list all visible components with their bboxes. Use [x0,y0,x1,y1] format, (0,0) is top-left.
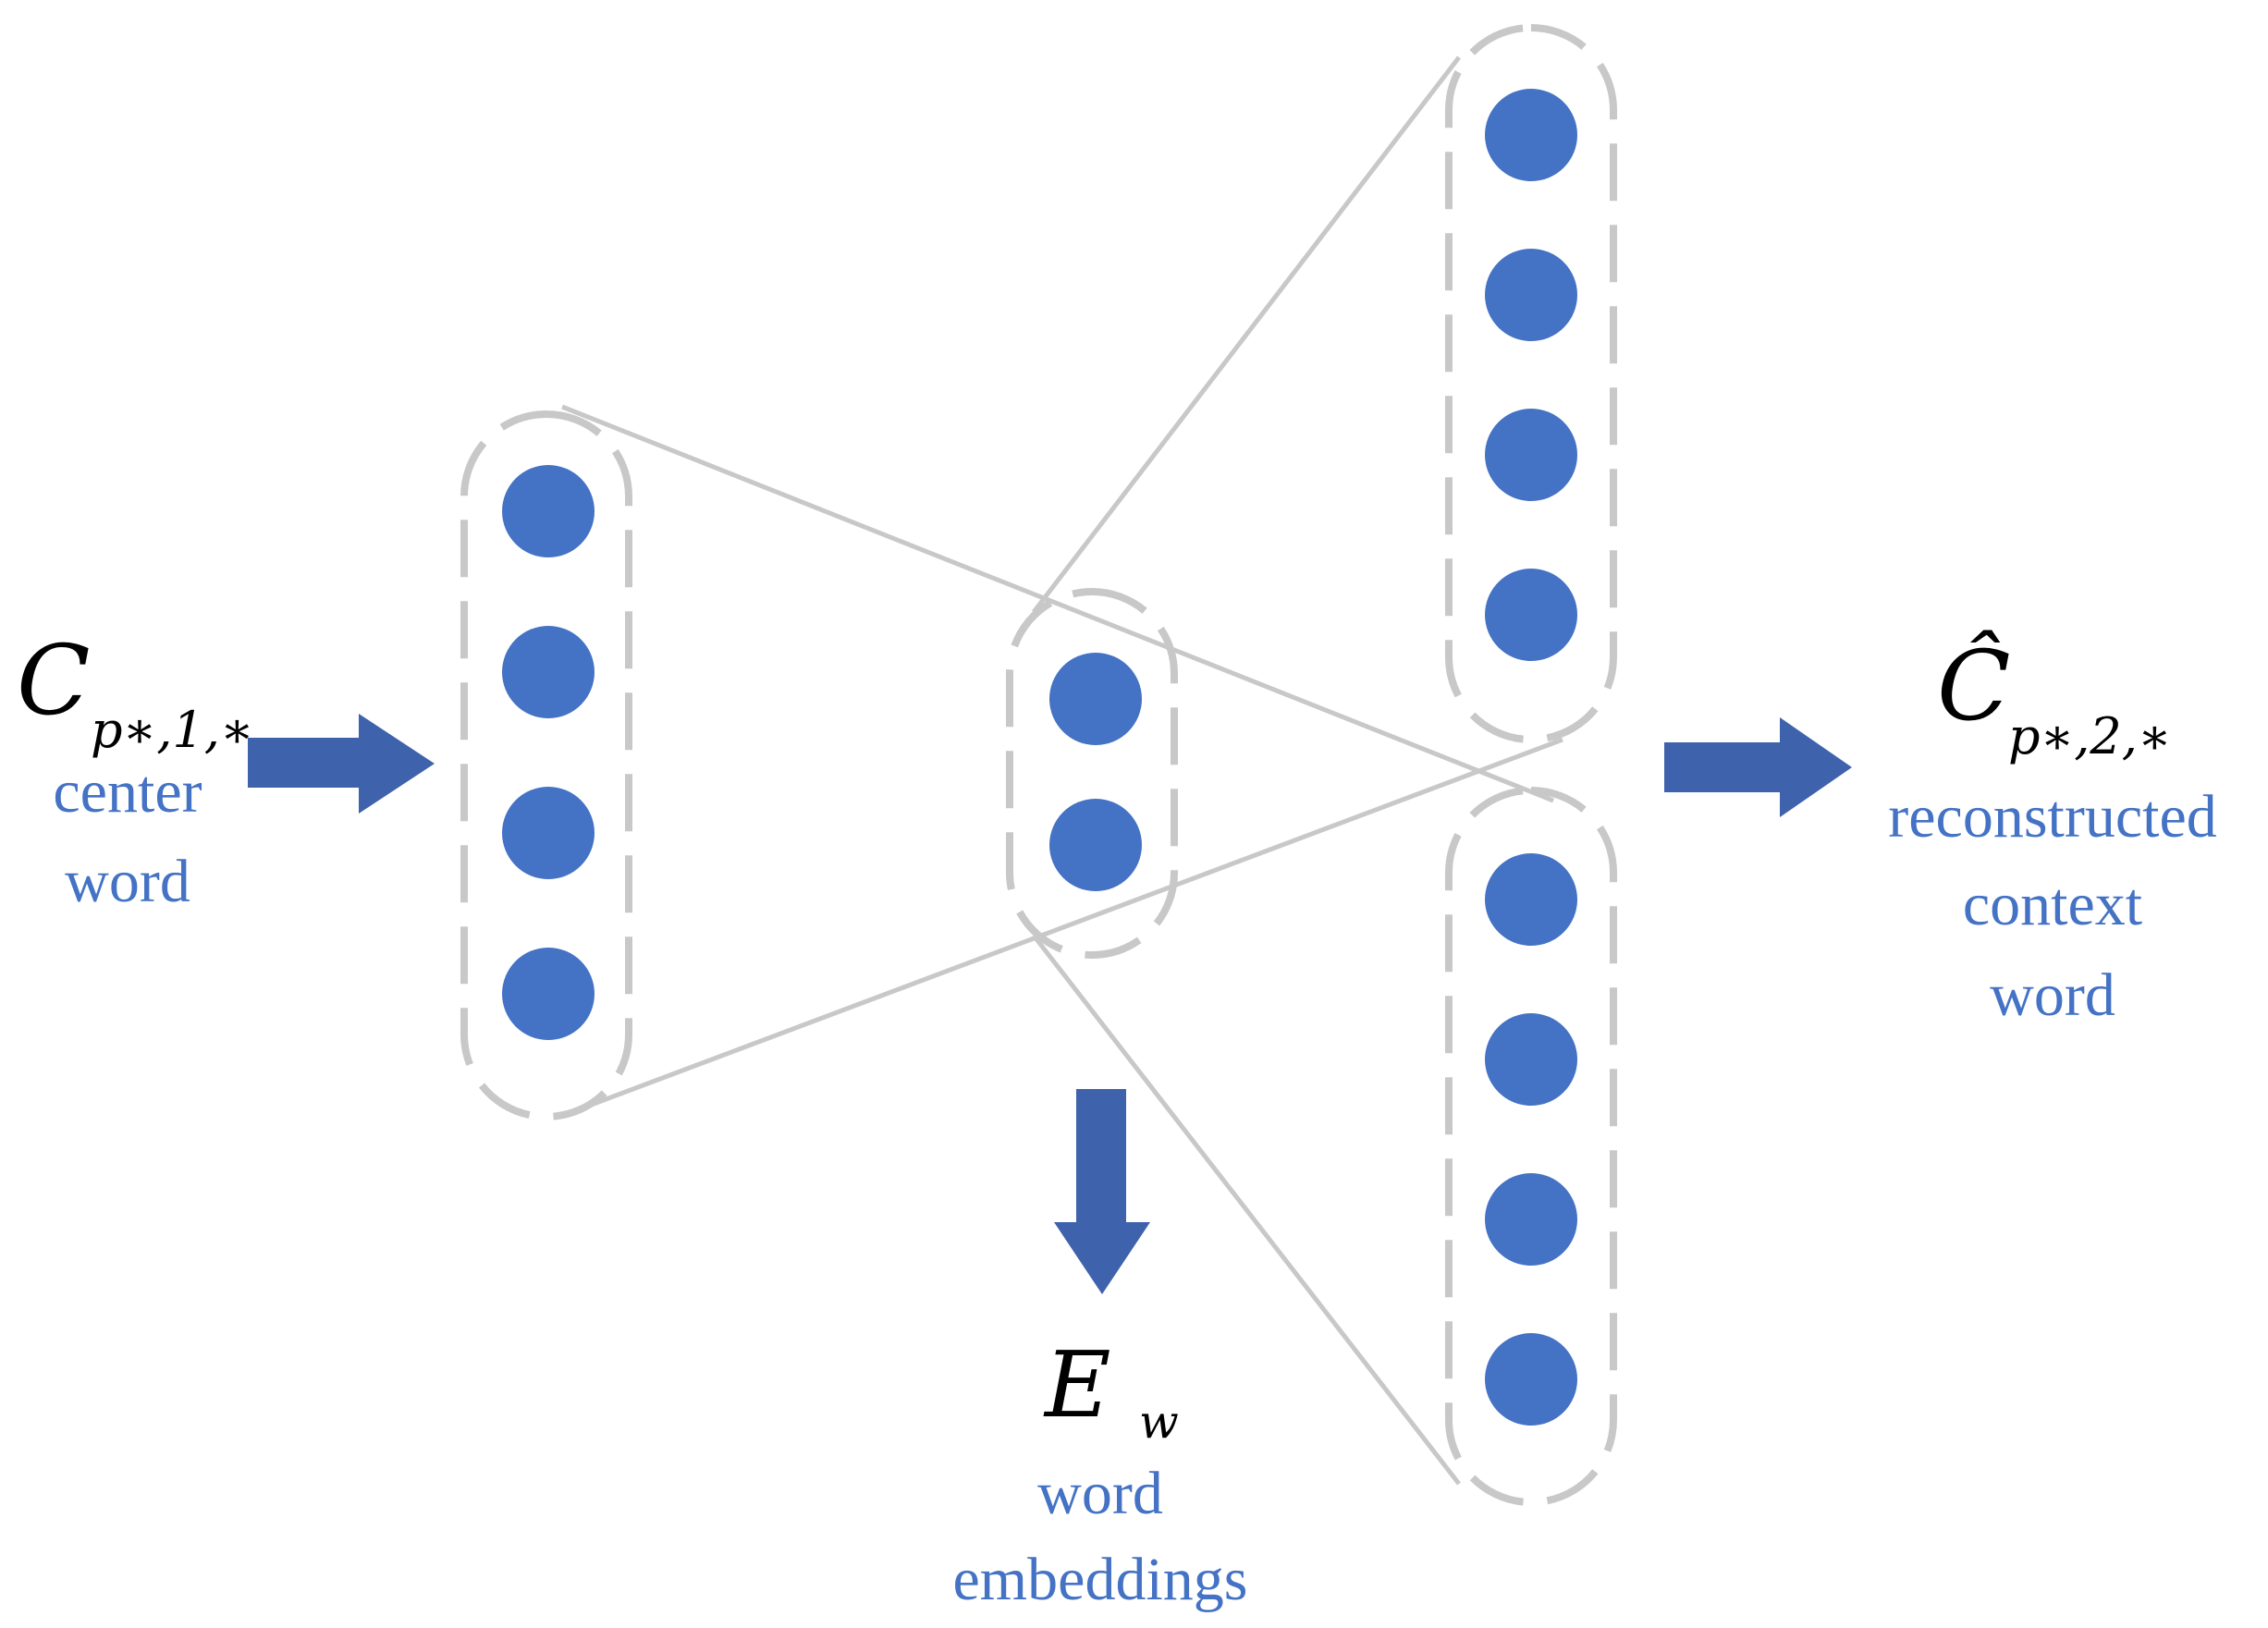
input-subscript: p∗,1,∗ [91,701,254,759]
embedding-caption-line1: word [1037,1460,1163,1527]
hidden-layer-nodes [1049,653,1142,891]
lower-output-node-4 [1485,1333,1577,1426]
input-layer-outline [460,410,632,1120]
layer-outlines [460,24,1617,1506]
output-caption-line3: word [1990,961,2115,1029]
upper-output-node-1 [1485,89,1577,181]
input-caption-line1: center [53,758,202,826]
connection-lines [558,55,1563,1486]
embedding-symbol: E [1043,1333,1111,1438]
input-caption-line2: word [65,848,190,915]
lower-output-node-3 [1485,1173,1577,1266]
upper-output-node-3 [1485,409,1577,501]
link-input-bottom-to-upper-output [558,737,1563,1120]
upper-output-layer-nodes [1485,89,1577,661]
output-caption-line2: context [1963,871,2142,938]
upper-output-node-2 [1485,249,1577,341]
link-hidden-to-lower-output [1032,934,1461,1486]
output-arrow-icon [1664,717,1852,817]
hidden-node-2 [1049,799,1142,891]
link-hidden-to-upper-output [1032,55,1461,614]
input-node-3 [502,787,595,879]
input-arrow-icon [248,714,435,814]
output-label: Ĉ p∗,2,∗ reconstructed context word [1888,629,2217,1029]
upper-output-node-4 [1485,569,1577,661]
output-symbol: Ĉ [1937,629,2011,742]
lower-output-layer-outline [1445,787,1617,1506]
upper-output-layer-outline [1445,24,1617,743]
link-input-top-to-lower-output [561,404,1554,803]
hidden-node-1 [1049,653,1142,745]
input-label: C p∗,1,∗ center word [17,624,254,915]
embedding-subscript: w [1139,1395,1179,1449]
input-node-2 [502,626,595,718]
output-caption-line1: reconstructed [1888,783,2217,851]
lower-output-node-1 [1485,853,1577,946]
output-subscript: p∗,2,∗ [2008,707,2172,765]
lower-output-node-2 [1485,1013,1577,1106]
input-node-1 [502,465,595,557]
embedding-caption-line2: embeddings [953,1546,1248,1613]
input-node-4 [502,948,595,1040]
input-symbol: C [17,624,91,737]
hidden-layer-outline [1006,588,1178,959]
input-layer-nodes [502,465,595,1040]
embedding-arrow-icon [1054,1089,1150,1294]
lower-output-layer-nodes [1485,853,1577,1426]
embedding-label: E w word embeddings [953,1333,1248,1613]
